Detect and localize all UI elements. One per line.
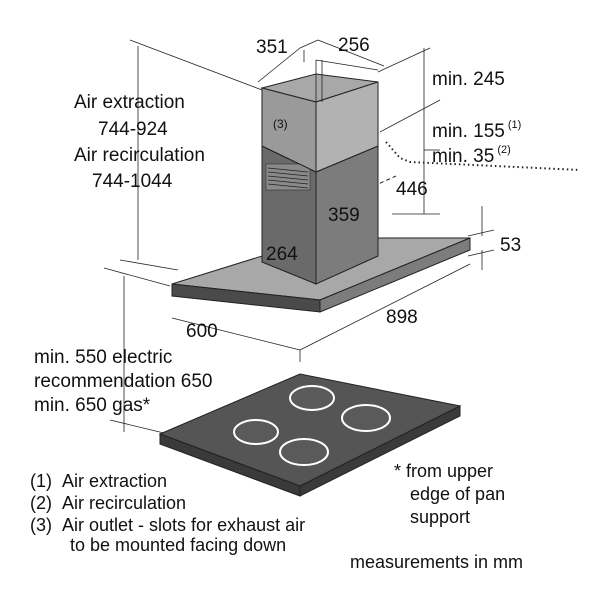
legend-item-3: (3) Air outlet - slots for exhaust air bbox=[30, 516, 305, 534]
legend-item-1: (1) Air extraction bbox=[30, 472, 167, 490]
dim-min-155: min. 155(1) bbox=[432, 119, 522, 142]
dim-898: 898 bbox=[386, 307, 418, 328]
units-note: measurements in mm bbox=[350, 552, 524, 572]
burner-front bbox=[279, 438, 329, 466]
dim-359: 359 bbox=[328, 205, 360, 226]
burner-left bbox=[233, 419, 279, 445]
footnote-line-2: edge of pan bbox=[410, 484, 506, 504]
legend-item-3-text: Air outlet - slots for exhaust air bbox=[62, 515, 306, 535]
dim-chimney-width: 351 bbox=[256, 37, 288, 58]
footnote-line-1: * from upper bbox=[394, 461, 494, 481]
dim-chimney-depth: 256 bbox=[338, 35, 370, 56]
dim-264: 264 bbox=[266, 244, 298, 265]
clearance-line-1: min. 550 electric bbox=[34, 347, 173, 368]
dim-446: 446 bbox=[396, 179, 428, 200]
label-air-recirculation: Air recirculation bbox=[74, 145, 205, 166]
burner-back bbox=[289, 385, 335, 411]
dim-53: 53 bbox=[500, 235, 522, 256]
chimney-upper bbox=[260, 59, 379, 173]
dim-min-245: min. 245 bbox=[432, 69, 505, 90]
cooktop bbox=[158, 373, 462, 497]
legend-item-1-num: (1) bbox=[30, 471, 52, 491]
legend-item-3-num: (3) bbox=[30, 515, 52, 535]
air-outlet-slots bbox=[265, 163, 311, 191]
legend-item-2: (2) Air recirculation bbox=[30, 494, 186, 512]
dim-min-35-value: min. 35 bbox=[432, 146, 495, 167]
dim-min-35: min. 35(2) bbox=[432, 144, 511, 167]
legend-item-2-num: (2) bbox=[30, 493, 52, 513]
dim-min-155-value: min. 155 bbox=[432, 121, 505, 142]
legend-item-1-text: Air extraction bbox=[62, 471, 168, 491]
legend-item-2-text: Air recirculation bbox=[62, 493, 187, 513]
footnote-line-3: support bbox=[410, 507, 471, 527]
clearance-line-2: recommendation 650 bbox=[34, 371, 213, 392]
legend-item-3-cont: to be mounted facing down bbox=[70, 535, 287, 555]
value-air-extraction: 744-924 bbox=[98, 119, 168, 140]
burner-right bbox=[341, 404, 391, 432]
label-air-extraction: Air extraction bbox=[74, 92, 185, 113]
dim-min-35-ref: (2) bbox=[497, 144, 511, 156]
dim-min-155-ref: (1) bbox=[507, 119, 522, 131]
marker-outlet: (3) bbox=[273, 117, 288, 131]
clearance-line-3: min. 650 gas* bbox=[34, 395, 151, 416]
dim-600: 600 bbox=[186, 321, 218, 342]
value-air-recirculation: 744-1044 bbox=[92, 171, 173, 192]
